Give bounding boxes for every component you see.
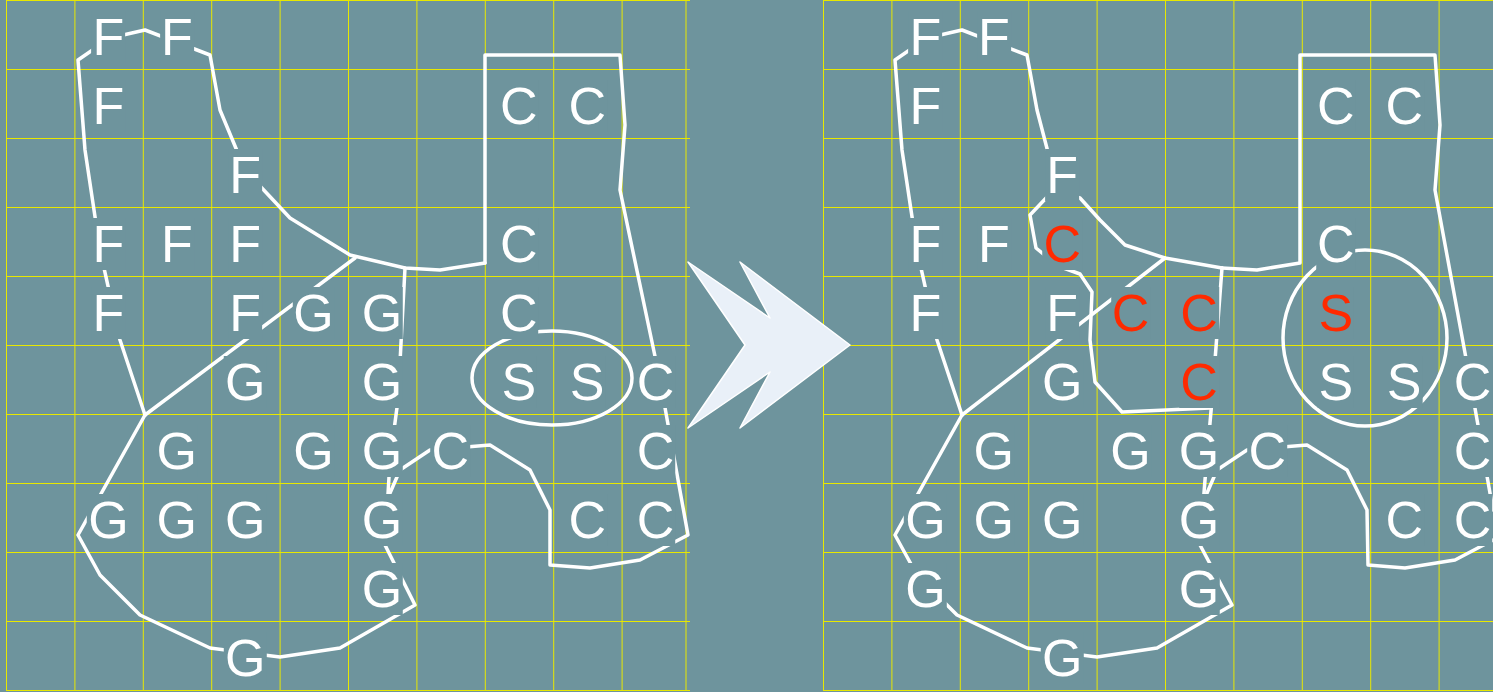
region-letter: C [1316,218,1356,270]
region-letter: C [636,356,676,408]
region-letter: C [499,287,539,339]
region-letter: C [1248,425,1288,477]
region-letter: S [1317,287,1354,339]
region-letter: G [1178,425,1220,477]
region-letter: F [92,287,126,339]
region-letter: G [292,425,334,477]
region-outline [472,331,632,425]
region-letter: F [977,11,1011,63]
region-outline [1060,192,1222,268]
region-letter: G [1041,632,1083,684]
region-outline [962,258,1165,415]
region-letter: F [228,287,262,339]
region-letter: C [1453,494,1493,546]
region-letter: G [361,287,403,339]
region-letter: G [361,563,403,615]
region-letter: G [973,494,1015,546]
region-letter: G [224,494,266,546]
region-outline [78,30,485,415]
region-letter: F [909,287,943,339]
region-letter: G [361,356,403,408]
region-letter: F [228,218,262,270]
region-letter: G [361,425,403,477]
region-letter: S [500,356,537,408]
region-letter: G [1041,356,1083,408]
region-letter: G [156,425,198,477]
region-letter: C [636,425,676,477]
region-letter: C [1179,356,1219,408]
region-outline [1222,55,1493,510]
transition-arrow [688,262,850,428]
region-outline [78,268,415,657]
region-letter: C [1384,494,1424,546]
region-letter: G [1178,494,1220,546]
region-letter: C [1453,356,1493,408]
region-letter: F [909,218,943,270]
region-letter: F [160,11,194,63]
region-letter: C [1316,80,1356,132]
region-letter: C [567,80,607,132]
region-letter: C [1179,287,1219,339]
region-letter: G [156,494,198,546]
region-letter: G [292,287,334,339]
region-letter: F [92,218,126,270]
region-letter: S [1317,356,1354,408]
region-letter: F [977,218,1011,270]
region-letter: C [499,218,539,270]
region-letter: G [224,356,266,408]
region-letter: C [1453,425,1493,477]
grid [823,690,1493,691]
region-letter: C [567,494,607,546]
region-letter: G [1041,494,1083,546]
region-letter: C [1042,218,1082,270]
region-letter: C [1384,80,1424,132]
region-letter: C [1111,287,1151,339]
grid [6,0,690,690]
region-letter: C [636,494,676,546]
grid [6,0,690,691]
region-letter: F [1045,149,1079,201]
region-letter: G [904,494,946,546]
region-letter: G [1109,425,1151,477]
region-letter: G [361,494,403,546]
region-letter: G [224,632,266,684]
region-outline [895,268,1232,657]
region-letter: G [973,425,1015,477]
region-outline [387,55,688,568]
region-letter: F [160,218,194,270]
region-outline [1283,250,1447,426]
region-letter: G [87,494,129,546]
region-letter: C [499,80,539,132]
region-letter: F [909,11,943,63]
region-letter: S [569,356,606,408]
region-letter: F [909,80,943,132]
region-letter: F [92,80,126,132]
region-letter: F [92,11,126,63]
region-letter: G [904,563,946,615]
region-letter: F [1045,287,1079,339]
region-letter: G [1178,563,1220,615]
region-letter: F [228,149,262,201]
region-letter: C [431,425,471,477]
region-outline [145,258,355,415]
grid [823,0,1493,690]
region-letter: S [1386,356,1423,408]
